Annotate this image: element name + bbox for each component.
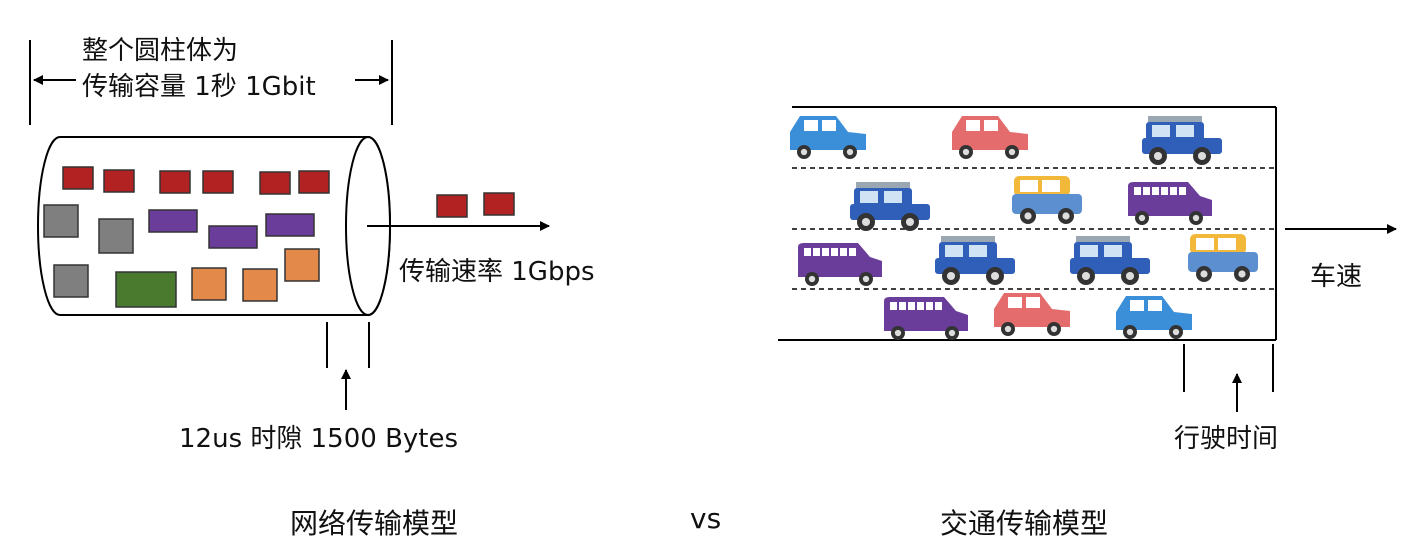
capacity-label-line2: 传输容量 1秒 1Gbit	[82, 72, 316, 102]
speed-label: 车速	[1310, 262, 1363, 292]
packet-red	[298, 170, 330, 194]
road	[778, 106, 1277, 341]
slot-label: 12us 时隙 1500 Bytes	[179, 424, 459, 454]
packet-orange	[242, 268, 278, 302]
packet-red	[159, 170, 191, 194]
car-icon	[1116, 296, 1192, 339]
capacity-label-line1: 整个圆柱体为	[82, 36, 239, 66]
packet-purple	[148, 209, 198, 233]
packet-red	[62, 166, 94, 190]
vs-label: vs	[690, 502, 722, 535]
packet-gray	[53, 264, 89, 298]
car-icon	[994, 293, 1070, 336]
bus-icon	[798, 243, 882, 286]
packet-red-out	[483, 192, 515, 216]
packet-orange	[284, 248, 320, 282]
van-icon	[1188, 234, 1258, 282]
network-caption: 网络传输模型	[290, 507, 459, 540]
packet-red	[202, 170, 234, 194]
rate-label: 传输速率 1Gbps	[399, 257, 595, 287]
bus-icon	[884, 297, 968, 340]
packet-red	[103, 169, 135, 193]
packet-purple	[265, 213, 315, 237]
jeep-icon	[1142, 116, 1222, 165]
car-icon	[952, 116, 1028, 159]
traffic-caption: 交通传输模型	[940, 507, 1109, 540]
packet-red-out	[436, 194, 468, 218]
packet-red	[259, 171, 291, 195]
car-icon	[790, 116, 866, 159]
van-icon	[1012, 176, 1082, 224]
packet-green	[115, 271, 177, 308]
vehicles	[790, 116, 1258, 340]
jeep-icon	[935, 236, 1015, 285]
packet-gray	[98, 218, 134, 254]
packet-gray	[43, 204, 79, 238]
jeep-icon	[1070, 236, 1150, 285]
packets	[43, 166, 330, 308]
bus-icon	[1128, 182, 1212, 225]
jeep-icon	[850, 182, 930, 231]
packet-orange	[191, 267, 227, 301]
packet-purple	[208, 225, 258, 249]
time-label: 行驶时间	[1174, 424, 1279, 454]
